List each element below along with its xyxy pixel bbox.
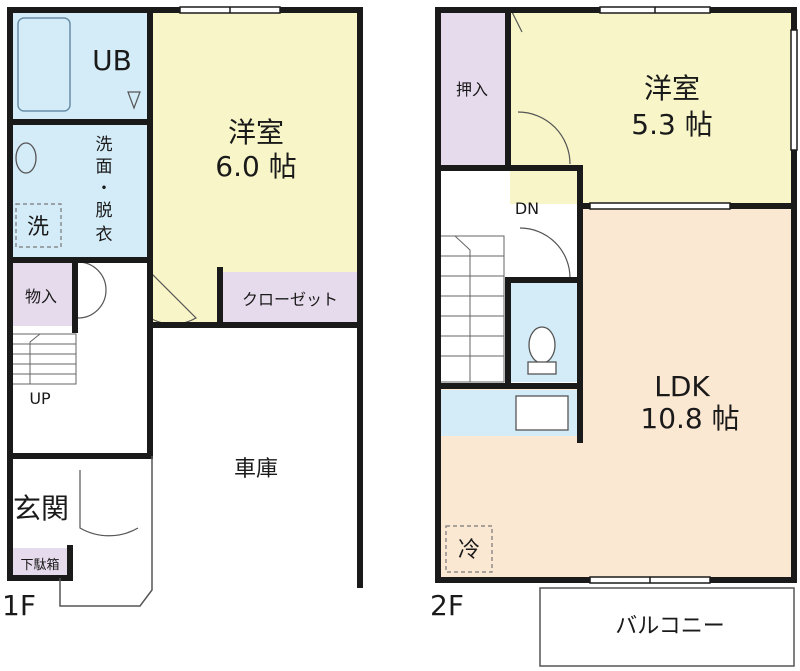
western-room-2f-size: 5.3 帖 bbox=[631, 108, 712, 141]
wash-basin bbox=[15, 142, 37, 174]
shoe-box-label: 下駄箱 bbox=[20, 557, 59, 573]
washer-box bbox=[15, 203, 62, 248]
unit-bath bbox=[10, 10, 147, 120]
washroom bbox=[10, 123, 147, 258]
ub-label: UB bbox=[92, 44, 132, 77]
floor-2f-label: 2F bbox=[430, 589, 464, 622]
western-room-1f-size: 6.0 帖 bbox=[215, 150, 296, 183]
stairs-1f bbox=[9, 333, 77, 385]
windows-2f bbox=[589, 6, 798, 584]
closet-2f-label: 押入 bbox=[456, 80, 488, 99]
shoe-box bbox=[10, 548, 70, 578]
fridge-box bbox=[445, 525, 493, 573]
doors-2f bbox=[511, 11, 571, 279]
storage-1f-label: 物入 bbox=[25, 287, 57, 306]
washroom-char-1: 洗 bbox=[96, 135, 113, 155]
western-room-2f-name: 洋室 bbox=[644, 72, 700, 105]
washer-label: 洗 bbox=[27, 215, 49, 240]
balcony-label: バルコニー bbox=[615, 614, 725, 639]
first-floor: UB 洗 面 ・ 脱 衣 洗 洋室 6.0 帖 物入 クローゼット UP 車庫 … bbox=[2, 6, 363, 622]
washroom-char-dot: ・ bbox=[96, 179, 113, 199]
western-room-2f bbox=[510, 10, 794, 204]
toilet-tank bbox=[527, 361, 557, 375]
windows-1f bbox=[179, 6, 281, 14]
balcony bbox=[539, 587, 795, 667]
ldk-name: LDK bbox=[654, 370, 710, 403]
closet-2f bbox=[438, 10, 506, 166]
bathtub bbox=[17, 17, 71, 112]
entrance-step bbox=[59, 456, 153, 607]
ldk-upper bbox=[580, 206, 794, 386]
walls-1f bbox=[7, 7, 363, 588]
entrance-label: 玄関 bbox=[13, 492, 69, 525]
western-room-1f bbox=[150, 10, 360, 322]
stairs-2f bbox=[439, 235, 505, 383]
ldk-size: 10.8 帖 bbox=[640, 402, 739, 435]
sink bbox=[515, 395, 569, 431]
stair-down-label: DN bbox=[515, 199, 539, 218]
washroom-char-3: 脱 bbox=[96, 201, 113, 221]
toilet bbox=[528, 326, 556, 364]
closet-1f bbox=[222, 272, 358, 322]
floor-1f-label: 1F bbox=[2, 589, 36, 622]
storage-1f bbox=[10, 262, 73, 326]
second-floor: 押入 洋室 5.3 帖 DN LDK 10.8 帖 冷 バルコニー 2F bbox=[430, 6, 798, 667]
washroom-char-4: 衣 bbox=[96, 225, 113, 245]
fridge-label: 冷 bbox=[458, 538, 480, 563]
ub-door bbox=[127, 91, 141, 110]
stair-up-label: UP bbox=[29, 389, 51, 408]
washroom-char-2: 面 bbox=[96, 157, 113, 177]
closet-1f-label: クローゼット bbox=[242, 290, 338, 309]
garage-label: 車庫 bbox=[234, 457, 278, 482]
western-room-1f-name: 洋室 bbox=[228, 116, 284, 149]
